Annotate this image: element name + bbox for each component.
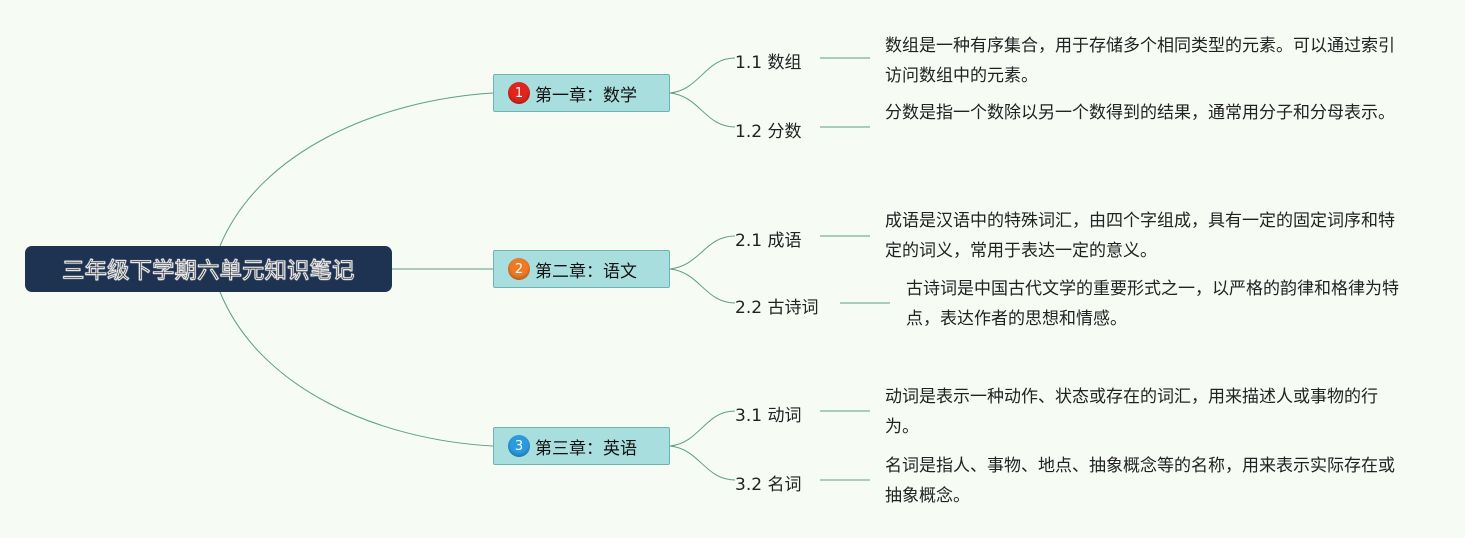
- description-2-2: 古诗词是中国古代文学的重要形式之一，以严格的韵律和格律为特点，表达作者的思想和情…: [906, 279, 1399, 329]
- link-root-ch3: [219, 291, 494, 447]
- root-title: 三年级下学期六单元知识笔记: [62, 259, 355, 284]
- description-3-1: 动词是表示一种动作、状态或存在的词汇，用来描述人或事物的行为。: [885, 387, 1378, 437]
- subtopic-3-1[interactable]: 3.1 动词: [735, 406, 802, 426]
- link-ch3-sub1: [669, 410, 736, 447]
- description-1-2: 分数是指一个数除以另一个数得到的结果，通常用分子和分母表示。: [885, 103, 1395, 123]
- subtopic-3-2[interactable]: 3.2 名词: [735, 475, 802, 495]
- chapter-3-node[interactable]: 3 第三章：英语: [493, 427, 670, 465]
- number-badge-icon: 1: [508, 82, 530, 104]
- link-root-ch1: [219, 92, 494, 247]
- root-topic[interactable]: 三年级下学期六单元知识笔记: [25, 246, 392, 292]
- subtopic-2-2[interactable]: 2.2 古诗词: [735, 298, 819, 318]
- link-ch3-sub2: [669, 445, 736, 481]
- link-ch2-sub2: [669, 268, 736, 304]
- subtopic-1-2[interactable]: 1.2 分数: [735, 122, 802, 142]
- chapter-label: 第二章：语文: [535, 261, 637, 282]
- number-badge-icon: 3: [508, 435, 530, 457]
- subtopic-2-1[interactable]: 2.1 成语: [735, 231, 802, 251]
- number-badge-icon: 2: [508, 258, 530, 280]
- description-2-1: 成语是汉语中的特殊词汇，由四个字组成，具有一定的固定词序和特定的词义，常用于表达…: [885, 211, 1395, 261]
- chapter-label: 第一章：数学: [535, 85, 637, 106]
- description-3-2: 名词是指人、事物、地点、抽象概念等的名称，用来表示实际存在或抽象概念。: [885, 456, 1395, 506]
- link-ch1-sub1: [669, 57, 736, 94]
- link-ch2-sub1: [669, 235, 736, 270]
- chapter-2-node[interactable]: 2 第二章：语文: [493, 250, 670, 288]
- link-ch1-sub2: [669, 92, 736, 128]
- chapter-1-node[interactable]: 1 第一章：数学: [493, 74, 670, 112]
- chapter-label: 第三章：英语: [535, 438, 637, 459]
- description-1-1: 数组是一种有序集合，用于存储多个相同类型的元素。可以通过索引访问数组中的元素。: [885, 36, 1395, 86]
- subtopic-1-1[interactable]: 1.1 数组: [735, 53, 802, 73]
